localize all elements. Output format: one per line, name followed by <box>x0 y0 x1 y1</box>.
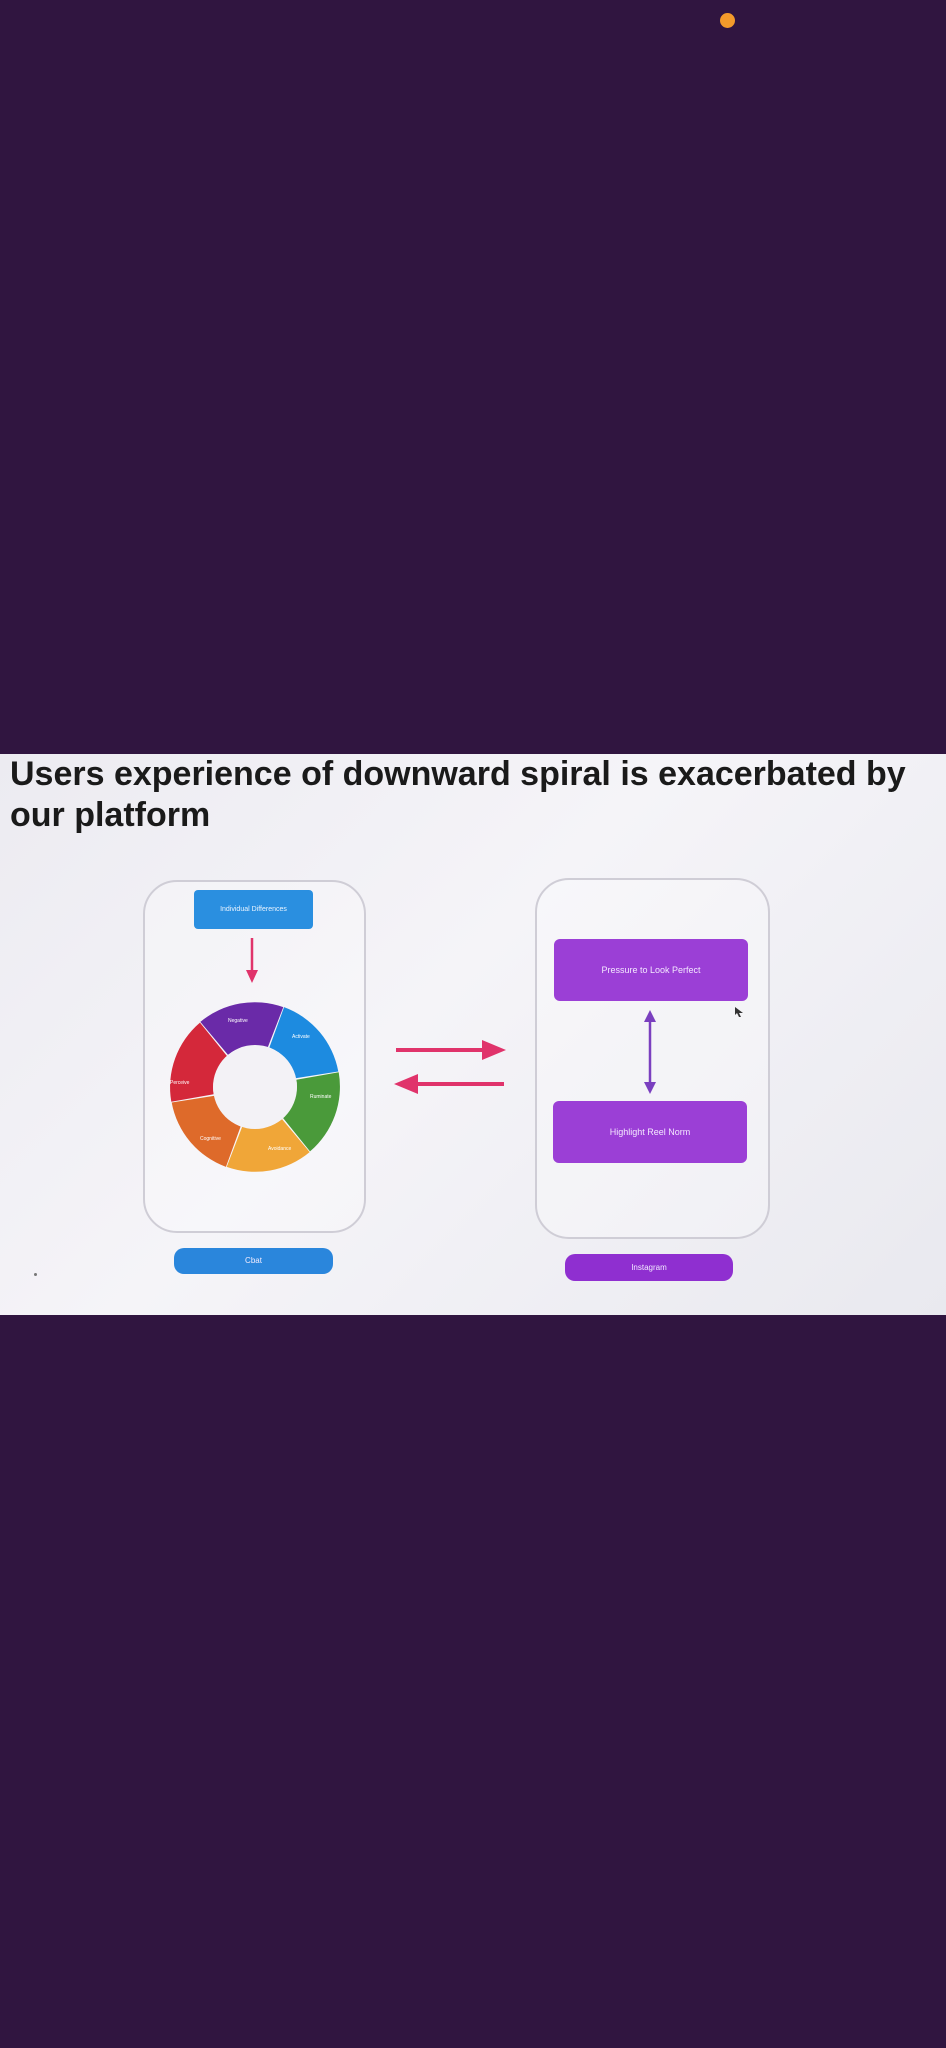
cycle-segment-blue <box>269 1007 339 1079</box>
individual-differences-box: Individual Differences <box>194 890 313 929</box>
cycle-segment-red <box>170 1022 228 1102</box>
cursor-icon <box>735 1007 743 1017</box>
cycle-label: Cognitive <box>200 1136 221 1142</box>
slide-title: Users experience of downward spiral is e… <box>10 755 906 834</box>
cycle-label: Perceive <box>170 1080 190 1086</box>
cycle-segment-green <box>282 1072 340 1152</box>
cycle-segment-yellow <box>226 1119 310 1172</box>
status-indicator-dot <box>720 13 735 28</box>
highlight-reel-norm-box: Highlight Reel Norm <box>553 1101 747 1163</box>
cycle-segment-orange <box>171 1095 241 1167</box>
cycle-segment-purple <box>200 1002 284 1055</box>
vertical-double-arrow-icon <box>644 1010 656 1094</box>
down-arrow-icon <box>246 938 258 983</box>
cycle-label: Ruminate <box>310 1094 332 1100</box>
right-diagram-panel <box>535 878 770 1239</box>
pressure-to-look-perfect-box: Pressure to Look Perfect <box>554 939 748 1001</box>
cbat-label: Cbat <box>174 1248 333 1274</box>
cycle-label: Negative <box>228 1018 248 1024</box>
shared-slide-image: Users experience of downward spiral is e… <box>0 754 946 1315</box>
cycle-label: Avoidance <box>268 1146 291 1152</box>
cycle-diagram: Negative Activate Ruminate Avoidance Cog… <box>170 1002 340 1172</box>
bidirectional-arrows-icon <box>394 1040 506 1094</box>
dust-speck <box>34 1273 37 1276</box>
cycle-label: Activate <box>292 1034 310 1040</box>
instagram-label: Instagram <box>565 1254 733 1281</box>
